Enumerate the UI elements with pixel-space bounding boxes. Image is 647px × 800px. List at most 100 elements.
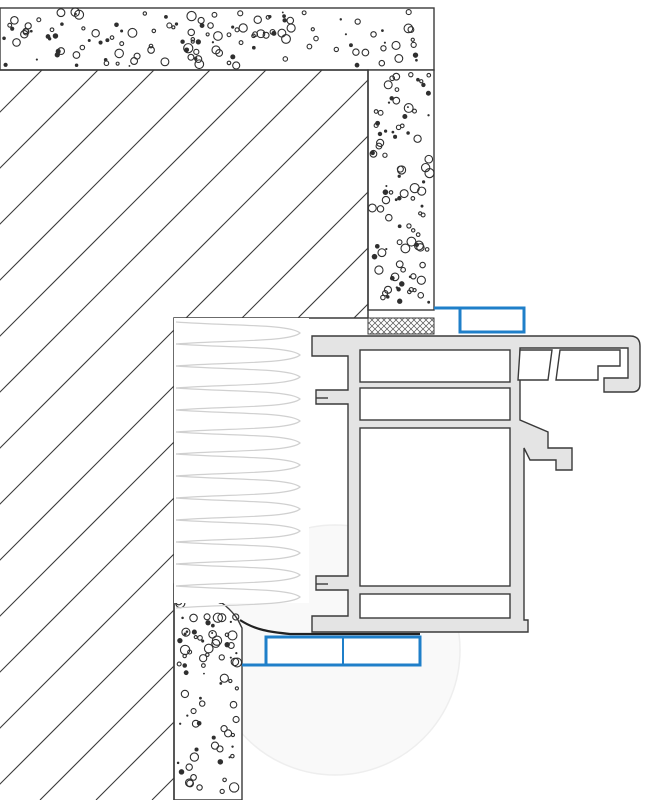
- aggregate-dot: [420, 212, 426, 218]
- aggregate-dot: [127, 27, 138, 38]
- aggregate-dot: [10, 26, 15, 31]
- aggregate-dot: [381, 195, 391, 205]
- aggregate-dot: [210, 741, 220, 750]
- backer-rod: [367, 317, 435, 335]
- aggregate-dot: [72, 51, 81, 59]
- aggregate-dot: [218, 654, 225, 661]
- aggregate-dot: [171, 25, 176, 30]
- aggregate-dot: [211, 635, 223, 646]
- aggregate-dot: [52, 33, 59, 39]
- insulation-foam: [174, 318, 309, 609]
- aggregate-dot: [164, 14, 168, 19]
- aggregate-dot: [196, 784, 203, 791]
- aggregate-dot: [12, 38, 21, 47]
- hatch-line: [0, 70, 368, 800]
- aggregate-dot: [424, 247, 430, 252]
- insulation-wave: [175, 475, 301, 499]
- aggregate-dot: [383, 285, 393, 294]
- aggregate-dot: [397, 196, 402, 201]
- aggregate-dot: [383, 129, 388, 133]
- aggregate-dot: [128, 64, 131, 67]
- aggregate-dot: [413, 134, 422, 143]
- aggregate-dot: [415, 232, 421, 238]
- insulation-wave: [175, 453, 301, 477]
- aggregate-dot: [424, 154, 434, 164]
- aggregate-dot: [406, 106, 409, 109]
- aggregate-dot: [391, 40, 401, 51]
- lower-sealing-tape: [242, 635, 422, 667]
- insulation-wave: [175, 409, 301, 433]
- insulation-wave: [175, 387, 301, 411]
- aggregate-dot: [180, 689, 190, 699]
- aggregate-dot: [265, 15, 271, 20]
- aggregate-dot: [410, 37, 415, 42]
- top-lintel-plaster: [0, 7, 435, 71]
- aggregate-dot: [187, 53, 195, 61]
- aggregate-dot: [133, 52, 141, 60]
- aggregate-dot: [211, 623, 215, 628]
- aggregate-dot: [394, 87, 400, 92]
- aggregate-dot: [408, 71, 414, 78]
- aggregate-dot: [405, 9, 412, 16]
- aggregate-dot: [370, 150, 375, 156]
- aggregate-dot: [400, 266, 406, 273]
- aggregate-dot: [70, 7, 80, 17]
- aggregate-dot: [386, 295, 390, 299]
- aggregate-dot: [374, 265, 384, 275]
- aggregate-dot: [81, 26, 86, 31]
- aggregate-dot: [219, 788, 225, 795]
- aggregate-dot: [203, 643, 214, 654]
- membrane-strip: [239, 619, 420, 636]
- aggregate-dot: [238, 23, 248, 33]
- upper-sealing-tape: [434, 306, 526, 334]
- aggregate-dot: [253, 15, 262, 24]
- aggregate-dot: [119, 41, 125, 47]
- aggregate-dot: [403, 23, 414, 34]
- aggregate-dot: [193, 635, 198, 640]
- aggregate-dot: [410, 196, 416, 201]
- aggregate-dot: [211, 41, 215, 44]
- aggregate-dot: [425, 90, 431, 96]
- aggregate-dot: [286, 23, 296, 33]
- aggregate-dot: [403, 103, 414, 113]
- aggregate-dot: [166, 22, 173, 29]
- aggregate-dot: [426, 72, 432, 78]
- aggregate-dot: [180, 39, 185, 44]
- aggregate-dot: [193, 48, 200, 56]
- aggregate-dot: [103, 60, 110, 67]
- aggregate-dot: [120, 29, 124, 33]
- aggregate-dot: [217, 613, 227, 623]
- aggregate-dot: [406, 236, 417, 247]
- aggregate-dot: [313, 35, 319, 42]
- aggregate-dot: [160, 57, 170, 67]
- aggregate-dot: [3, 62, 8, 67]
- aggregate-dot: [74, 63, 79, 67]
- aggregate-dot: [354, 62, 360, 68]
- hatch-line: [0, 70, 368, 800]
- aggregate-dot: [271, 30, 277, 36]
- aggregate-dot: [412, 287, 417, 293]
- aggregate-dot: [397, 298, 403, 304]
- aggregate-dot: [227, 630, 238, 641]
- aggregate-dot: [189, 613, 198, 623]
- bottom-reveal-plaster: [173, 583, 243, 800]
- aggregate-dot: [212, 612, 224, 623]
- aggregate-dot: [186, 714, 189, 717]
- aggregate-dot: [394, 54, 404, 63]
- aggregate-dot: [36, 17, 42, 23]
- aggregate-dot: [361, 48, 370, 57]
- aggregate-dot: [201, 639, 205, 643]
- aggregate-dot: [410, 228, 416, 233]
- aggregate-dot: [396, 287, 401, 292]
- aggregate-dot: [301, 10, 307, 16]
- aggregate-dot: [354, 18, 361, 25]
- aggregate-dot: [219, 681, 223, 685]
- aggregate-dot: [105, 38, 110, 43]
- aggregate-dot: [205, 32, 210, 37]
- aggregate-dot: [91, 29, 100, 38]
- aggregate-dot: [232, 61, 241, 70]
- aggregate-dot: [74, 12, 77, 16]
- aggregate-dot: [374, 243, 380, 249]
- aggregate-dot: [195, 39, 201, 45]
